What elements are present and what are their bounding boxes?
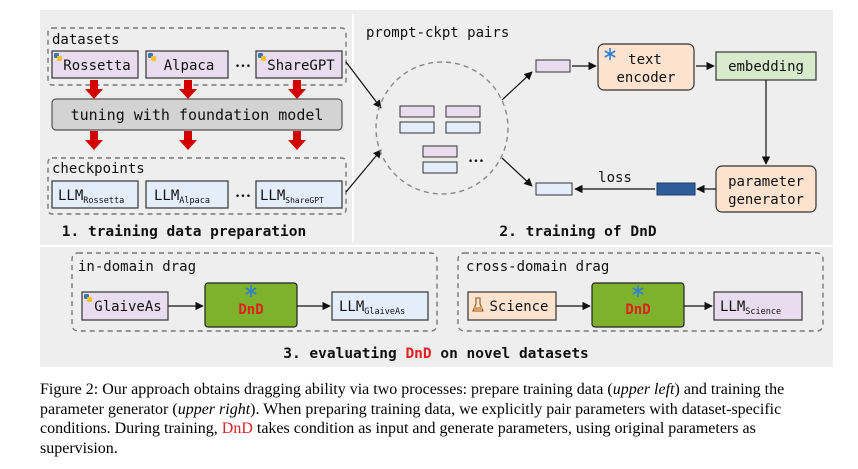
generated-params-block (656, 182, 696, 196)
figure-caption: Figure 2: Our approach obtains dragging … (40, 381, 785, 457)
parameter-generator-box: parameter generator (715, 165, 817, 213)
cross-domain-label: cross-domain drag (466, 259, 609, 275)
text-encoder-line2: encoder (616, 70, 675, 86)
arrow-datasets-to-pairs (345, 61, 382, 109)
dnd-label: DnD (238, 302, 263, 318)
llm-output-label: LLMScience (720, 299, 781, 317)
dnd-box-in-domain: DnD (204, 282, 298, 328)
llm-glaiveas-box: LLMGlaiveAs (331, 291, 429, 321)
checkpoint-box-rossetta: LLMRossetta (51, 180, 139, 209)
checkpoints-group (47, 157, 347, 215)
in-domain-input-label: GlaiveAs (94, 299, 161, 315)
cross-domain-input-label: Science (489, 299, 548, 315)
tuning-label: tuning with foundation model (71, 106, 324, 124)
section3-title: 3. evaluating DnD on novel datasets (283, 346, 589, 362)
pair-blocks (399, 105, 481, 174)
in-domain-group (71, 252, 438, 332)
glaiveas-input-box: GlaiveAs (81, 291, 169, 321)
cross-domain-group (457, 252, 824, 332)
down-arrow-icon (85, 80, 103, 99)
datasets-group (47, 27, 347, 86)
text-encoder-box: text encoder (597, 43, 695, 91)
dataset-box-alpaca: Alpaca (145, 50, 229, 79)
datasets-label: datasets (52, 32, 119, 48)
llm-output-label: LLMGlaiveAs (339, 299, 405, 317)
in-domain-label: in-domain drag (78, 259, 196, 275)
red-down-arrows (85, 80, 306, 150)
dnd-box-cross-domain: DnD (591, 282, 685, 328)
checkpoints-label: checkpoints (52, 161, 145, 177)
checkpoint-label: LLMShareGPT (260, 188, 324, 205)
pairs-circle (375, 61, 509, 195)
checkpoint-label: LLMRossetta (58, 188, 124, 206)
flask-icon (472, 297, 484, 312)
down-arrow-icon (288, 131, 306, 150)
section1-title: 1. training data preparation (62, 224, 306, 240)
param-gen-line1: parameter (728, 174, 804, 190)
down-arrow-icon (85, 131, 103, 150)
embedding-label: embedding (728, 59, 804, 75)
dnd-label: DnD (625, 302, 650, 318)
pairs-ellipsis: ••• (468, 157, 484, 167)
llm-science-box: LLMScience (713, 291, 803, 321)
down-arrow-icon (179, 80, 197, 99)
dataset-box-sharegpt: ShareGPT (255, 50, 343, 79)
dataset-box-rossetta: Rossetta (51, 50, 139, 79)
section2-title: 2. training of DnD (499, 224, 656, 240)
dataset-label: Alpaca (164, 58, 215, 74)
arrow-checkpoints-to-pairs (345, 149, 382, 193)
target-params-block (535, 182, 573, 196)
param-gen-line2: generator (728, 192, 804, 208)
checkpoint-box-sharegpt: LLMShareGPT (255, 180, 343, 209)
text-encoder-line1: text (628, 52, 662, 68)
arrow-pairs-to-params (501, 157, 533, 187)
dataset-label: ShareGPT (267, 58, 335, 74)
prompt-block (535, 59, 571, 73)
dataset-label: Rossetta (63, 58, 130, 74)
arrow-pairs-to-prompt (501, 71, 533, 101)
dataset-ellipsis: ••• (235, 62, 251, 72)
down-arrow-icon (288, 80, 306, 99)
checkpoint-ellipsis: ••• (235, 192, 251, 202)
embedding-box (715, 51, 817, 81)
down-arrow-icon (179, 131, 197, 150)
tuning-box (51, 98, 343, 131)
science-input-box: Science (467, 291, 557, 321)
checkpoint-label: LLMAlpaca (154, 188, 210, 206)
pairs-label: prompt-ckpt pairs (366, 25, 509, 41)
loss-label: loss (598, 170, 632, 186)
checkpoint-box-alpaca: LLMAlpaca (145, 180, 229, 209)
